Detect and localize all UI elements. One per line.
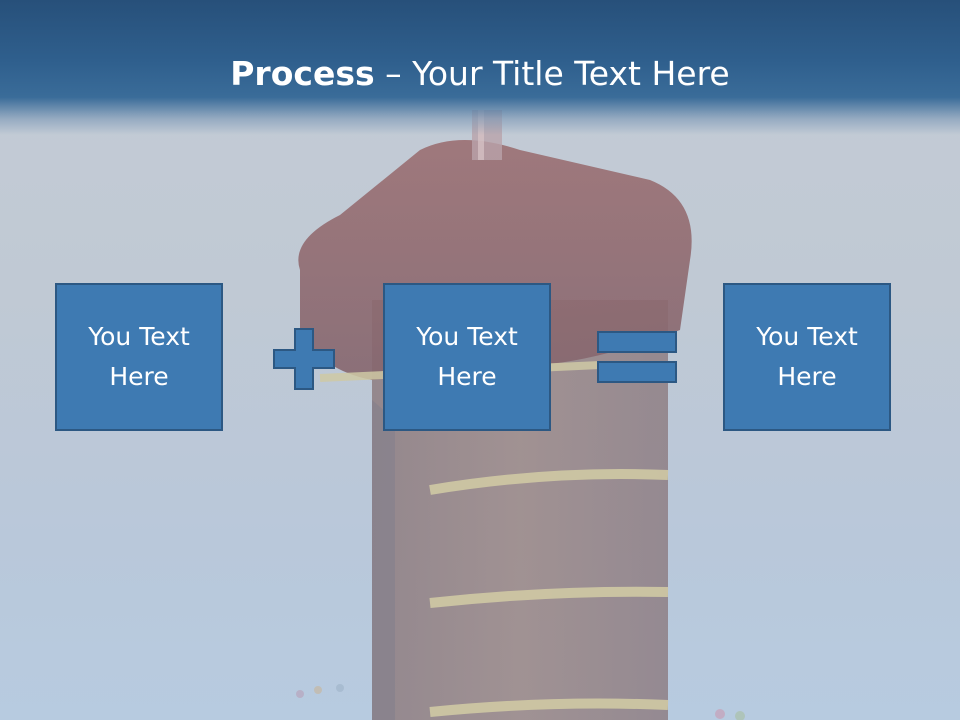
process-box-1-text: You Text Here: [88, 322, 190, 391]
process-box-2-text: You Text Here: [416, 322, 518, 391]
process-box-3[interactable]: You Text Here: [723, 283, 891, 431]
title-band: Process – Your Title Text Here: [0, 0, 960, 135]
process-box-2[interactable]: You Text Here: [383, 283, 551, 431]
process-box-1[interactable]: You Text Here: [55, 283, 223, 431]
slide-title: Process – Your Title Text Here: [0, 52, 960, 96]
title-bold: Process: [230, 54, 375, 93]
plus-icon: [273, 328, 335, 390]
equals-icon: [597, 331, 677, 383]
process-box-3-text: You Text Here: [756, 322, 858, 391]
title-rest: – Your Title Text Here: [374, 54, 730, 93]
